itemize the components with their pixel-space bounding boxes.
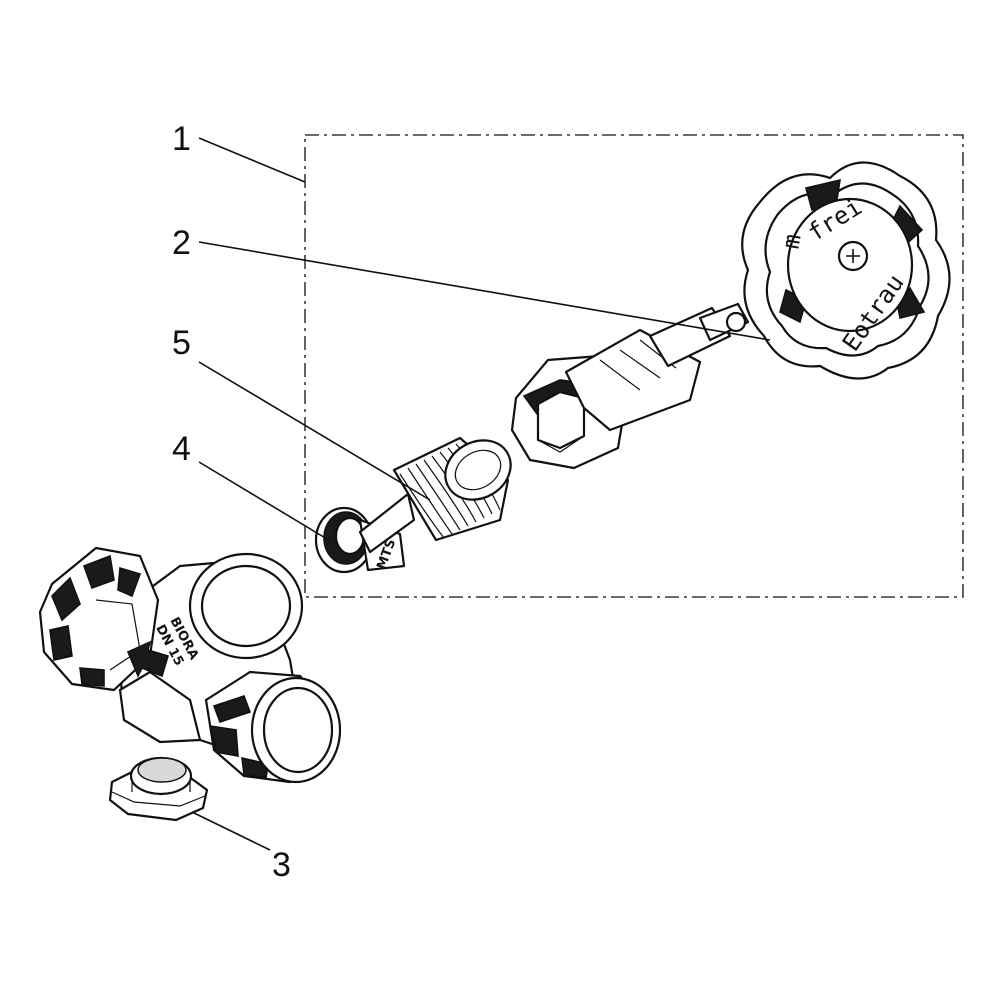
handwheel-side-mark: m [777,232,807,251]
leader-line-2 [198,241,771,341]
assembly-group-boundary [304,134,964,598]
callout-3: 3 [272,846,291,884]
threaded-spindle-part [358,436,512,554]
leader-line-1 [198,137,306,183]
callout-1: 1 [172,120,191,158]
leader-line-4 [198,461,333,543]
callout-5: 5 [172,324,191,362]
leader-line-5 [198,361,431,501]
bonnet-part [510,302,750,470]
callout-2: 2 [172,224,191,262]
leader-line-3 [191,811,271,851]
valve-body: BIORA DN 15 [38,546,342,784]
callout-4: 4 [172,430,191,468]
plug-part [108,756,209,822]
handwheel-part: frei Eotrau m [741,161,951,380]
flow-arrow-icon [126,640,169,678]
